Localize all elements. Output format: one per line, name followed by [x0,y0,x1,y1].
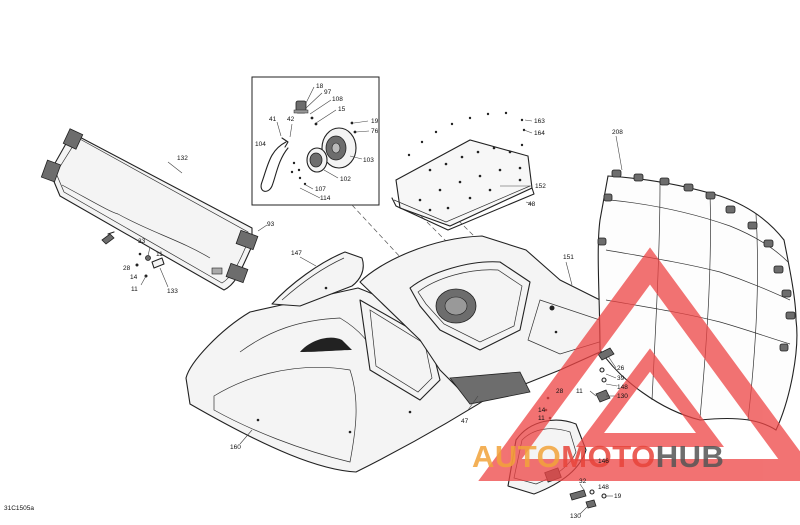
callout-103: 103 [363,157,374,164]
leader-132 [167,161,183,174]
callout-146: 146 [598,458,609,465]
leader-147 [299,256,317,267]
leader-48 [525,201,533,205]
lid-holes [418,146,522,212]
callout-48: 48 [528,201,536,208]
callout-93: 93 [267,221,275,228]
callout-32: 32 [579,478,587,485]
watermark-hub: HUB [656,439,725,474]
callout-39: 39 [617,375,625,382]
leader-164 [523,129,533,134]
leader-208 [615,135,623,171]
body-151 [359,235,617,405]
callout-130-bottom: 130 [570,513,581,520]
callout-160: 160 [230,444,241,451]
callout-102: 102 [340,176,351,183]
gland-18 [293,100,309,114]
diagram-code: 31C1505a [4,505,34,512]
watermark-text: AUTOMOTOHUB [472,439,724,474]
lid-fasteners [407,111,526,157]
callout-133: 133 [167,288,178,295]
callout-97: 97 [324,89,332,96]
callout-11-right-lower: 11 [538,415,545,422]
hardware-left [101,231,169,288]
callout-147: 147 [291,250,302,257]
cover-132 [40,128,259,291]
inset-leaders [276,86,370,199]
callout-18: 18 [316,83,324,90]
callout-28-right: 28 [556,388,564,395]
callout-152: 152 [535,183,546,190]
callout-132: 132 [177,155,188,162]
callout-28-left: 28 [123,265,131,272]
callout-208: 208 [612,129,623,136]
callout-148-right: 148 [617,384,628,391]
leader-47 [467,395,479,411]
callout-164: 164 [534,130,545,137]
leader-151 [565,261,573,286]
callout-151: 151 [563,254,574,261]
callout-14-right: 14 [538,407,546,414]
speaker-102 [306,147,328,173]
callout-11-right: 11 [576,388,583,395]
callout-76: 76 [371,128,379,135]
callout-47: 47 [461,418,469,425]
tarp-snaps [597,169,796,352]
speaker-housing-103 [321,127,357,169]
callout-26: 26 [617,365,625,372]
watermark-inner-triangle [576,348,724,447]
callout-11-left-top: 11 [156,251,163,258]
screws [290,116,357,186]
callout-108: 108 [332,96,343,103]
callout-19-top: 19 [371,118,379,125]
lid-panel-152 [391,111,535,231]
leader-93 [257,224,268,232]
callout-107: 107 [315,186,326,193]
callout-148-bottom: 148 [598,484,609,491]
callout-41: 41 [269,116,277,123]
callout-15: 15 [338,106,346,113]
callout-130-right: 130 [617,393,628,400]
hardware-right [544,347,618,515]
callout-labels: 18 97 108 15 41 42 19 76 104 103 102 107… [123,83,628,520]
callout-14-left: 14 [130,274,138,281]
clip-41 [281,137,289,148]
side-panel-147 [271,251,364,307]
callout-33: 33 [138,238,146,245]
cable-104 [260,141,289,192]
watermark-logo [478,247,800,481]
watermark-moto: MOTO [561,439,655,474]
leader-163 [524,119,533,122]
watermark-auto: AUTO [472,439,561,474]
callout-42: 42 [287,116,295,123]
leader-160 [239,429,253,445]
inset-speaker-box [251,76,380,206]
watermark-triangle [478,247,800,481]
callout-104: 104 [255,141,266,148]
callout-114: 114 [320,195,331,202]
callout-11-left-bottom: 11 [131,286,138,293]
callout-163: 163 [534,118,545,125]
callout-19-bottom: 19 [614,493,622,500]
